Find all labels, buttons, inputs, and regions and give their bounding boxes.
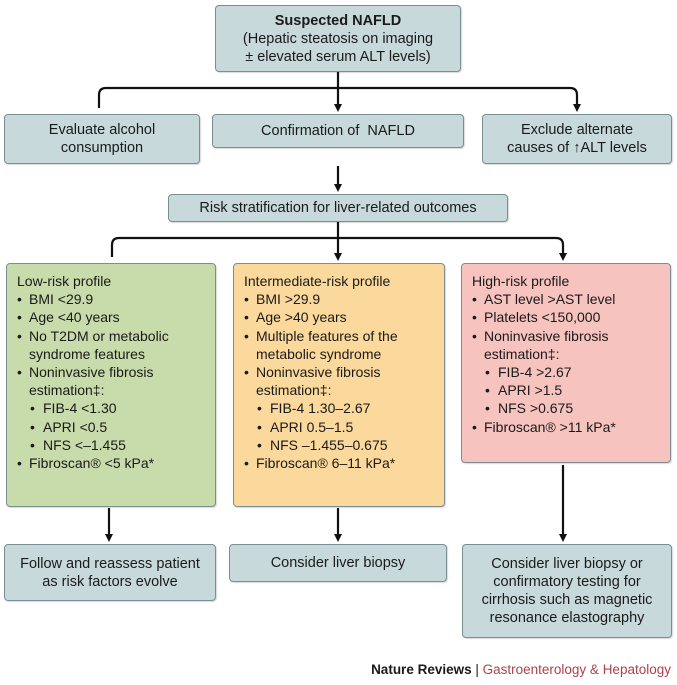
high-risk-item: APRI >1.5 xyxy=(472,381,660,399)
evaluate-alcohol-line1: Evaluate alcohol xyxy=(48,122,156,138)
confirmation-label: Confirmation of NAFLD xyxy=(261,123,415,139)
confirmation-box: Confirmation of NAFLD xyxy=(212,114,464,148)
mid-risk-item: Multiple features of the metabolic syndr… xyxy=(244,327,434,363)
journal-name: Nature Reviews xyxy=(371,662,472,677)
low-risk-item: Noninvasive fibrosis estimation‡: xyxy=(17,363,205,399)
low-risk-item: APRI <0.5 xyxy=(17,418,205,436)
journal-section: Gastroenterology & Hepatology xyxy=(482,662,671,677)
exclude-causes-box: Exclude alternate causes of ↑ALT levels xyxy=(482,114,672,164)
mid-risk-item: BMI >29.9 xyxy=(244,290,434,308)
high-risk-item: Fibroscan® >11 kPa* xyxy=(472,418,660,436)
high-risk-list: AST level >AST levelPlatelets <150,000No… xyxy=(472,290,660,436)
low-outcome-line1: Follow and reassess patient xyxy=(20,555,200,572)
high-risk-item: NFS >0.675 xyxy=(472,399,660,417)
high-risk-title: High-risk profile xyxy=(472,273,570,289)
risk-stratification-label: Risk stratification for liver-related ou… xyxy=(199,200,477,216)
risk-stratification-box: Risk stratification for liver-related ou… xyxy=(168,194,508,222)
suspected-nafld-line2: (Hepatic steatosis on imaging xyxy=(242,30,434,47)
low-outcome-line2: as risk factors evolve xyxy=(42,573,178,590)
low-risk-item: Age <40 years xyxy=(17,308,205,326)
intermediate-risk-list: BMI >29.9Age >40 yearsMultiple features … xyxy=(244,290,434,472)
evaluate-alcohol-box: Evaluate alcohol consumption xyxy=(4,114,200,164)
high-outcome-line3: cirrhosis such as magnetic xyxy=(481,592,653,608)
evaluate-alcohol-line2: consumption xyxy=(60,140,144,156)
high-outcome-box: Consider liver biopsy or confirmatory te… xyxy=(462,544,672,638)
suspected-nafld-line3: ± elevated serum ALT levels) xyxy=(245,48,431,65)
high-risk-item: Noninvasive fibrosis estimation‡: xyxy=(472,327,660,363)
low-risk-item: NFS <–1.455 xyxy=(17,436,205,454)
mid-risk-item: NFS –1.455–0.675 xyxy=(244,436,434,454)
suspected-nafld-box: Suspected NAFLD (Hepatic steatosis on im… xyxy=(215,5,461,72)
high-risk-profile-box: High-risk profile AST level >AST levelPl… xyxy=(461,263,671,463)
mid-outcome-box: Consider liver biopsy xyxy=(229,544,447,582)
suspected-nafld-title: Suspected NAFLD xyxy=(274,12,402,29)
low-risk-profile-box: Low-risk profile BMI <29.9Age <40 yearsN… xyxy=(6,263,216,507)
exclude-causes-line2: causes of ↑ALT levels xyxy=(507,140,647,156)
mid-risk-item: Fibroscan® 6–11 kPa* xyxy=(244,454,434,472)
exclude-causes-line1: Exclude alternate xyxy=(520,122,634,138)
mid-risk-item: FIB-4 1.30–2.67 xyxy=(244,399,434,417)
low-risk-item: Fibroscan® <5 kPa* xyxy=(17,454,205,472)
low-outcome-box: Follow and reassess patient as risk fact… xyxy=(4,544,216,601)
high-risk-item: AST level >AST level xyxy=(472,290,660,308)
footer-separator: | xyxy=(471,662,483,677)
low-risk-title: Low-risk profile xyxy=(17,273,112,289)
low-risk-list: BMI <29.9Age <40 yearsNo T2DM or metabol… xyxy=(17,290,205,472)
intermediate-risk-title: Intermediate-risk profile xyxy=(244,273,391,289)
mid-risk-item: Age >40 years xyxy=(244,308,434,326)
top-split-arrows xyxy=(97,72,581,112)
risk-split-arrows xyxy=(110,222,567,261)
low-risk-item: BMI <29.9 xyxy=(17,290,205,308)
journal-footer: Nature Reviews | Gastroenterology & Hepa… xyxy=(371,662,671,677)
mid-risk-item: APRI 0.5–1.5 xyxy=(244,418,434,436)
mid-risk-item: Noninvasive fibrosis estimation‡: xyxy=(244,363,434,399)
high-outcome-line4: resonance elastography xyxy=(489,610,645,626)
high-outcome-line1: Consider liver biopsy or xyxy=(491,556,643,572)
high-risk-item: Platelets <150,000 xyxy=(472,308,660,326)
intermediate-risk-profile-box: Intermediate-risk profile BMI >29.9Age >… xyxy=(233,263,445,507)
high-risk-item: FIB-4 >2.67 xyxy=(472,363,660,381)
high-outcome-line2: confirmatory testing for xyxy=(493,574,641,590)
mid-outcome-line1: Consider liver biopsy xyxy=(270,555,406,571)
low-risk-item: FIB-4 <1.30 xyxy=(17,399,205,417)
low-risk-item: No T2DM or metabolic syndrome features xyxy=(17,327,205,363)
